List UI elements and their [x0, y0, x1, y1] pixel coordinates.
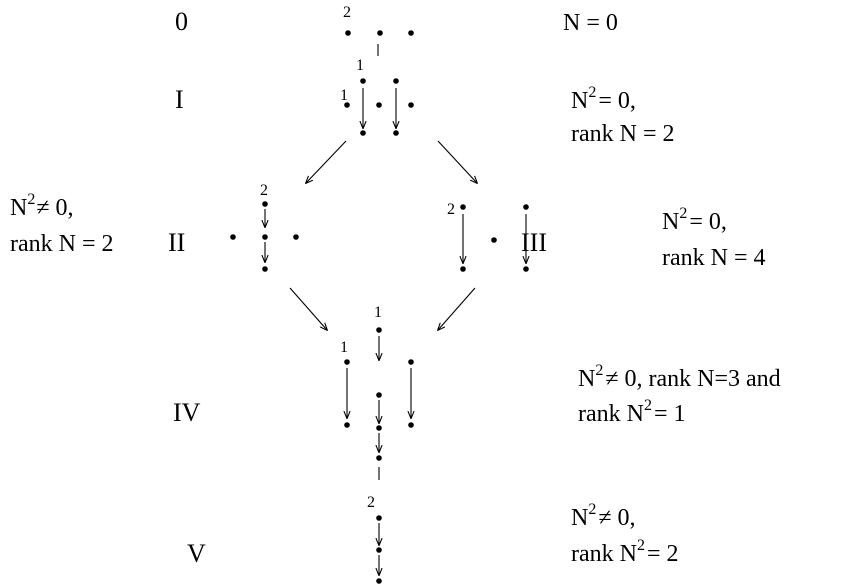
dot [262, 234, 268, 240]
condition-text: ≠ 0, rank N=3 and [605, 366, 780, 392]
dot [408, 359, 414, 365]
condition-I: N2= 0, rank N = 2 [571, 84, 675, 147]
dot [376, 327, 382, 333]
condition-text: rank N = 2 [571, 121, 675, 147]
dot [460, 266, 466, 272]
dot [491, 237, 497, 243]
dot [262, 201, 268, 207]
svg-text:N2≠ 0,: N2≠ 0, [571, 501, 636, 531]
dot [393, 130, 399, 136]
superscript: 2 [595, 362, 603, 379]
node-V: 2 [367, 494, 382, 584]
multiplicity-label: 2 [447, 201, 455, 218]
node-I: 1 1 [340, 57, 414, 136]
edge-III-IV [438, 287, 476, 330]
dot [230, 234, 236, 240]
condition-text: rank N = 4 [662, 245, 766, 271]
dot [408, 102, 414, 108]
dot [345, 30, 351, 36]
svg-text:N2= 0,: N2= 0, [571, 84, 636, 114]
condition-text: N [662, 209, 679, 235]
condition-text: = 0, [598, 88, 636, 114]
condition-text: = 1 [654, 401, 686, 427]
level-label-IV: IV [173, 398, 201, 427]
level-label-I: I [175, 85, 184, 114]
superscript: 2 [679, 205, 687, 222]
svg-text:N2= 0,: N2= 0, [662, 205, 727, 235]
multiplicity-label: 2 [367, 494, 375, 511]
dot [376, 578, 382, 584]
dot [377, 30, 383, 36]
svg-text:N2≠ 0,: N2≠ 0, [10, 191, 74, 221]
dot [376, 515, 382, 521]
node-III: 2 [447, 201, 529, 272]
multiplicity-label: 1 [356, 57, 364, 74]
multiplicity-label: 2 [260, 182, 268, 199]
condition-text: = 2 [647, 541, 679, 567]
condition-text: = 0, [689, 209, 727, 235]
edge-I-III [437, 140, 477, 183]
dot [376, 455, 382, 461]
condition-text: rank N [571, 541, 637, 567]
node-0: 2 [343, 4, 414, 36]
edge-I-II [306, 140, 347, 183]
multiplicity-label: 2 [343, 4, 351, 21]
condition-0: N = 0 [563, 10, 618, 36]
dot [293, 234, 299, 240]
dot [262, 266, 268, 272]
superscript: 2 [588, 501, 596, 518]
condition-II: N2≠ 0, rank N = 2 [10, 191, 114, 257]
level-label-III: III [521, 228, 547, 257]
condition-text: N [10, 195, 27, 221]
edge-II-IV [289, 287, 327, 330]
dot [360, 78, 366, 84]
condition-text: rank N [578, 401, 644, 427]
dot [393, 78, 399, 84]
level-label-II: II [168, 228, 185, 257]
condition-text: ≠ 0, [598, 505, 635, 531]
multiplicity-label: 1 [374, 304, 382, 321]
dot [376, 392, 382, 398]
condition-text: N [571, 88, 588, 114]
svg-text:N2≠ 0, rank N=3 and: N2≠ 0, rank N=3 and [578, 362, 781, 392]
level-label-0: 0 [175, 7, 188, 36]
level-label-V: V [187, 539, 206, 568]
svg-text:rank N2= 2: rank N2= 2 [571, 537, 679, 567]
dot [376, 425, 382, 431]
dot [376, 102, 382, 108]
superscript: 2 [644, 397, 652, 414]
condition-text: N [578, 366, 595, 392]
condition-III: N2= 0, rank N = 4 [662, 205, 766, 271]
condition-text: N [571, 505, 588, 531]
multiplicity-label: 1 [340, 87, 348, 104]
dot [523, 266, 529, 272]
svg-text:rank N2= 1: rank N2= 1 [578, 397, 686, 427]
dot [408, 422, 414, 428]
node-II: 2 [230, 182, 299, 272]
dot [523, 204, 529, 210]
superscript: 2 [588, 84, 596, 101]
dot [460, 204, 466, 210]
condition-IV: N2≠ 0, rank N=3 and rank N2= 1 [578, 362, 781, 427]
condition-V: N2≠ 0, rank N2= 2 [571, 501, 679, 567]
multiplicity-label: 1 [340, 339, 348, 356]
dot [408, 30, 414, 36]
dot [376, 547, 382, 553]
node-IV: 1 1 [340, 304, 414, 461]
dot [344, 359, 350, 365]
dot [344, 422, 350, 428]
superscript: 2 [637, 537, 645, 554]
condition-text: N = 0 [563, 10, 618, 36]
dot [344, 102, 350, 108]
condition-text: rank N = 2 [10, 231, 114, 257]
superscript: 2 [27, 191, 35, 208]
condition-text: ≠ 0, [36, 195, 73, 221]
dot [360, 130, 366, 136]
